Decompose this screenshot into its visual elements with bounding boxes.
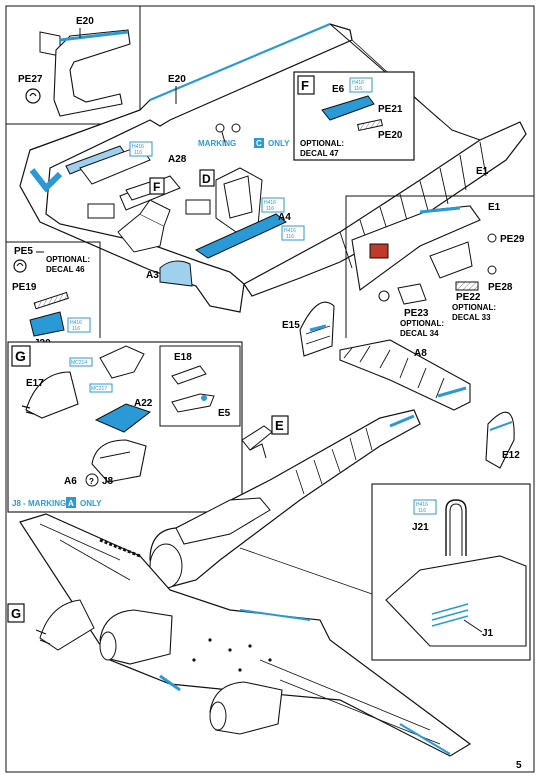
label-pe29: PE29 xyxy=(500,234,525,245)
paint-code-a28: H416 116 xyxy=(129,141,153,157)
step-e: E xyxy=(241,415,289,459)
inset-right: E1 PE29 PE28 PE22 OPTIONAL: DECAL 33 PE2… xyxy=(345,195,534,338)
only-label: ONLY xyxy=(268,139,290,148)
marking-letter-c: C xyxy=(256,139,262,148)
svg-text:116: 116 xyxy=(354,86,362,92)
decal-47: DECAL 47 xyxy=(300,149,339,158)
step-d-marker: D xyxy=(202,172,211,186)
aircraft-assembly: G xyxy=(7,409,472,757)
label-a3: A3 xyxy=(146,270,159,281)
label-e1: E1 xyxy=(476,166,489,177)
label-e12: E12 xyxy=(502,450,520,461)
decal-34: DECAL 34 xyxy=(400,329,439,338)
label-pe21: PE21 xyxy=(378,104,403,115)
svg-text:?: ? xyxy=(89,477,94,486)
label-pe27: PE27 xyxy=(18,74,43,85)
label-e20-inset: E20 xyxy=(76,16,94,27)
label-j1: J1 xyxy=(482,628,494,639)
label-e17: E17 xyxy=(26,378,44,389)
label-e1-inset: E1 xyxy=(488,202,501,213)
only-label-g: ONLY xyxy=(80,499,102,508)
inset-e20-pe27: E20 PE27 xyxy=(6,6,141,125)
svg-text:MC214: MC214 xyxy=(71,360,87,366)
svg-text:H416: H416 xyxy=(284,228,296,234)
inset-pe5: PE5 OPTIONAL: DECAL 46 PE19 H416 116 J20 xyxy=(6,241,101,349)
label-pe22: PE22 xyxy=(456,292,481,303)
optional-pe5: OPTIONAL: xyxy=(46,255,90,264)
svg-text:116: 116 xyxy=(418,508,426,514)
optional-f: OPTIONAL: xyxy=(300,139,344,148)
label-j21: J21 xyxy=(412,522,429,533)
label-pe20: PE20 xyxy=(378,130,403,141)
label-a8: A8 xyxy=(414,348,427,359)
optional-pe23: OPTIONAL: xyxy=(400,319,444,328)
step-e-marker: E xyxy=(275,418,284,433)
decal-46: DECAL 46 xyxy=(46,265,85,274)
marking-note: MARKING xyxy=(198,139,236,148)
label-pe28: PE28 xyxy=(488,282,513,293)
paint-code-a4: H416 116 xyxy=(261,197,285,213)
marking-letter-a: A xyxy=(68,499,74,508)
optional-pe22: OPTIONAL: xyxy=(452,303,496,312)
label-pe23: PE23 xyxy=(404,308,429,319)
svg-text:H416: H416 xyxy=(70,320,82,326)
fuselage-half: MARKING C ONLY E20 A28 A4 A3 E1 H416 116… xyxy=(19,22,527,313)
j8-marking-note: J8 - MARKING xyxy=(12,499,66,508)
inset-f-step: F xyxy=(301,78,309,93)
tailplane: E15 A8 E12 xyxy=(282,301,520,469)
label-a22: A22 xyxy=(134,398,153,409)
label-a4: A4 xyxy=(278,212,291,223)
label-e6: E6 xyxy=(332,84,345,95)
svg-text:H416: H416 xyxy=(416,502,428,508)
svg-text:116: 116 xyxy=(266,206,274,212)
step-f-marker: F xyxy=(153,180,160,194)
svg-text:H416: H416 xyxy=(264,200,276,206)
label-e20: E20 xyxy=(168,74,186,85)
label-j8: J8 xyxy=(102,476,114,487)
svg-text:H416: H416 xyxy=(132,144,144,150)
label-e5: E5 xyxy=(218,408,231,419)
inset-f: F E6 H416 116 PE21 PE20 OPTIONAL: DECAL … xyxy=(293,71,415,161)
svg-text:MC217: MC217 xyxy=(91,386,107,392)
inset-g-step: G xyxy=(15,348,26,364)
decal-33: DECAL 33 xyxy=(452,313,491,322)
svg-text:H416: H416 xyxy=(352,80,364,86)
label-a6: A6 xyxy=(64,476,77,487)
step-g-marker: G xyxy=(11,606,21,621)
paint-code-a4b: H416 116 xyxy=(281,225,305,241)
page-frame xyxy=(5,5,535,773)
fold-icon xyxy=(25,88,41,104)
page-number: 5 xyxy=(516,760,522,771)
label-e18: E18 xyxy=(174,352,192,363)
svg-text:116: 116 xyxy=(134,150,142,156)
label-pe19: PE19 xyxy=(12,282,37,293)
label-a28: A28 xyxy=(168,154,187,165)
svg-text:116: 116 xyxy=(72,326,80,332)
svg-text:116: 116 xyxy=(286,234,294,240)
inset-j21: H416 116 J21 J1 xyxy=(371,483,531,661)
label-pe5: PE5 xyxy=(14,246,33,257)
label-e15: E15 xyxy=(282,320,300,331)
inset-g: G E17 MC214 MC217 A22 A6 ? J8 E18 E5 J8 … xyxy=(7,341,243,513)
